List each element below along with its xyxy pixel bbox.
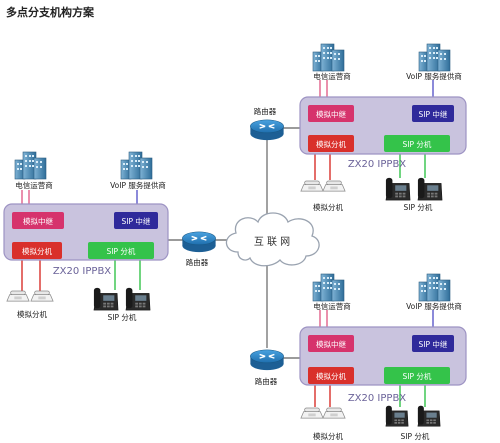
analog-phone-icon-2 (322, 407, 346, 419)
analog-ext-module (308, 135, 354, 152)
sip-ext-module (384, 135, 450, 152)
voip-buildings-icon (418, 273, 451, 302)
analog-trunk-module (308, 105, 354, 122)
analog-ext-label: 模拟分机 (316, 139, 346, 149)
ip-phone-icon-2 (125, 287, 151, 311)
analog-trunk-label: 模拟中继 (316, 109, 346, 119)
analog-ext-module (12, 242, 62, 259)
analog-phone-icon (6, 290, 30, 302)
voip-label: VoIP 服务提供商 (406, 71, 462, 81)
analog-ext-label: 模拟分机 (22, 246, 52, 256)
ip-phone-icon (385, 405, 409, 427)
voip-label: VoIP 服务提供商 (406, 301, 462, 311)
sip-ext-label: SIP 分机 (107, 246, 136, 256)
router-icon (249, 119, 285, 141)
carrier-buildings-icon (312, 43, 345, 72)
sip-trunk-module (114, 212, 158, 229)
internet-cloud: 互 联 网 (225, 212, 320, 267)
voip-buildings-icon (418, 43, 451, 72)
sip-trunk-label: SIP 中继 (122, 216, 151, 226)
analog-phones-label: 模拟分机 (313, 202, 343, 212)
analog-phones-label: 模拟分机 (313, 431, 343, 441)
analog-phone-icon (300, 407, 324, 419)
analog-phones-label: 模拟分机 (17, 309, 47, 319)
analog-ext-label: 模拟分机 (316, 371, 346, 381)
router-label: 路由器 (255, 376, 278, 386)
sip-trunk-label: SIP 中继 (419, 109, 448, 119)
analog-trunk-label: 模拟中继 (316, 339, 346, 349)
pbx-label: ZX20 IPPBX (348, 393, 406, 404)
router-icon (249, 349, 285, 371)
pbx-label: ZX20 IPPBX (53, 266, 111, 277)
ip-phone-icon-2 (417, 177, 443, 201)
analog-ext-module (308, 367, 354, 384)
carrier-label: 电信运营商 (15, 180, 53, 190)
carrier-buildings-icon (312, 273, 345, 302)
site-bottom-right: 电信运营商 VoIP 服务提供商 模拟中继 SIP 中继 模拟分机 SIP 分机… (249, 273, 467, 441)
sip-phones-label: SIP 分机 (108, 312, 137, 322)
carrier-buildings-icon (14, 151, 47, 180)
analog-phone-icon (300, 180, 324, 192)
voip-label: VoIP 服务提供商 (110, 180, 166, 190)
sip-ext-label: SIP 分机 (403, 139, 432, 149)
sip-trunk-label: SIP 中继 (419, 339, 448, 349)
carrier-label: 电信运营商 (313, 301, 351, 311)
router-label: 路由器 (186, 257, 209, 267)
sip-phones-label: SIP 分机 (404, 202, 433, 212)
analog-trunk-label: 模拟中继 (23, 216, 53, 226)
sip-ext-label: SIP 分机 (403, 371, 432, 381)
analog-trunk-module (308, 335, 354, 352)
ip-phone-icon-2 (417, 405, 441, 427)
site-left: 电信运营商 VoIP 服务提供商 模拟中继 SIP 中继 模拟分机 SIP 分机… (3, 151, 217, 322)
analog-trunk-module (12, 212, 64, 229)
sip-trunk-module (412, 105, 454, 122)
pbx-label: ZX20 IPPBX (348, 159, 406, 170)
ip-phone-icon (93, 287, 119, 311)
sip-ext-module (88, 242, 154, 259)
router-label: 路由器 (254, 106, 277, 116)
cloud-icon (225, 212, 320, 267)
voip-buildings-icon (120, 151, 153, 180)
diagram-title: 多点分支机构方案 (6, 6, 94, 19)
site-top-right: 电信运营商 VoIP 服务提供商 模拟中继 SIP 中继 模拟分机 SIP 分机… (249, 43, 467, 212)
sip-phones-label: SIP 分机 (401, 431, 430, 441)
router-icon (181, 231, 217, 253)
carrier-label: 电信运营商 (313, 71, 351, 81)
analog-phone-icon-2 (30, 290, 54, 302)
sip-ext-module (384, 367, 450, 384)
analog-phone-icon-2 (322, 180, 346, 192)
internet-label: 互 联 网 (254, 236, 290, 248)
ip-phone-icon (385, 177, 411, 201)
sip-trunk-module (412, 335, 454, 352)
